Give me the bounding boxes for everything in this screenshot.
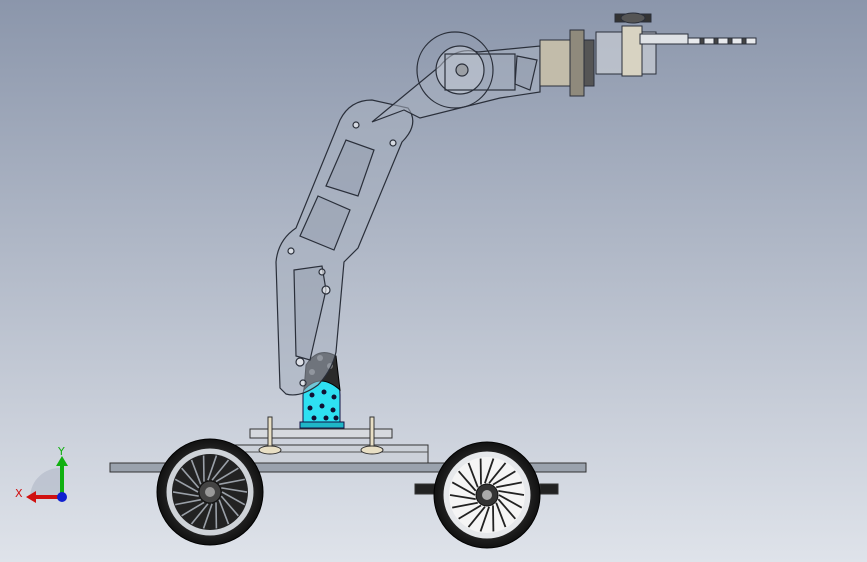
wheel-spoke <box>190 503 209 525</box>
wheel-spoke <box>484 458 495 484</box>
standoffs <box>258 416 384 455</box>
mounting-hole <box>333 415 339 421</box>
mounting-hole <box>311 415 317 421</box>
wheel-spoke <box>181 467 200 489</box>
wheel-spoke <box>496 481 522 489</box>
wheel-spoke <box>190 459 202 485</box>
wheel-spoke <box>457 470 477 492</box>
arm-link-lower <box>275 99 414 396</box>
wheel-spoke <box>221 491 246 506</box>
mounting-hole <box>323 415 329 421</box>
wheel-left <box>156 438 264 546</box>
wheel-spoke <box>219 478 245 486</box>
wheel-spoke <box>497 498 517 520</box>
wheel-spoke <box>174 478 199 493</box>
chassis <box>109 416 587 495</box>
wheel-right <box>433 441 541 549</box>
wheel-spoke <box>211 459 230 481</box>
wheel-spoke <box>495 502 507 528</box>
x-axis-arrow <box>26 491 36 503</box>
wheel-spoke <box>218 499 230 525</box>
y-axis-arrow <box>56 456 68 466</box>
wheel-spoke <box>172 491 199 497</box>
wheel-spoke <box>221 487 248 493</box>
wheel-spoke <box>452 501 478 509</box>
mounting-hole <box>307 405 313 411</box>
wheel-spoke <box>467 462 479 488</box>
wheel-spoke <box>215 467 239 483</box>
z-axis-dot <box>57 492 67 502</box>
wrist-servo <box>539 29 595 97</box>
mounting-hole <box>331 394 337 400</box>
mounting-hole <box>330 407 336 413</box>
arm-link-upper <box>371 31 541 123</box>
gripper <box>595 12 757 77</box>
axis-triad: Y X <box>15 445 68 503</box>
arm-mount-plate <box>249 428 393 439</box>
x-axis-label: X <box>15 487 23 500</box>
wheel-spoke <box>220 495 239 517</box>
mounting-hole <box>321 389 327 395</box>
y-axis-label: Y <box>57 445 65 458</box>
wheel-spoke <box>207 455 218 481</box>
wheel-spoke <box>181 501 205 517</box>
motor-mount-right <box>414 483 436 495</box>
wheel-spoke <box>449 494 476 500</box>
wheel-spoke <box>479 506 490 532</box>
wheel-spoke <box>498 490 525 496</box>
wheel-spoke <box>175 498 201 506</box>
wheel-spoke <box>488 462 507 484</box>
wheel-spoke <box>451 481 476 496</box>
wheel-spoke <box>202 503 213 529</box>
wheel-spoke <box>498 494 523 509</box>
wheel-spoke <box>467 506 486 528</box>
wheel-spoke <box>458 504 482 520</box>
wheel-spoke <box>492 470 516 486</box>
mounting-hole <box>309 392 315 398</box>
mounting-hole <box>319 403 325 409</box>
